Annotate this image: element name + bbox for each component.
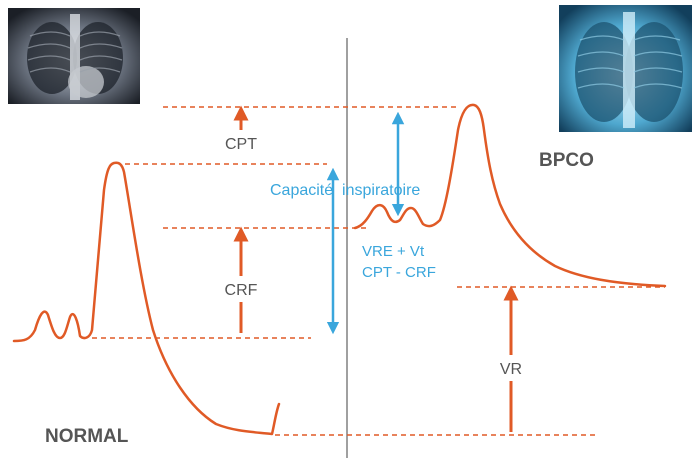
bpco-chest-xray-image (559, 5, 692, 132)
vr-label: VR (500, 361, 522, 378)
cpt-label: CPT (225, 136, 257, 153)
bpco-title: BPCO (539, 150, 594, 171)
cpt-crf-label: CPT - CRF (362, 264, 436, 281)
normal-spirometry-curve (12, 161, 281, 436)
bpco-spirometry-curve (353, 103, 667, 288)
vre-vt-label: VRE + Vt (362, 243, 425, 260)
vr-label-backdrop (490, 355, 532, 381)
crf-label-backdrop (216, 276, 266, 302)
normal-title: NORMAL (45, 426, 129, 447)
capacite-inspiratoire-label: Capacité inspiratoire (270, 182, 420, 199)
cpt-label-backdrop (218, 130, 264, 154)
crf-label: CRF (225, 282, 258, 299)
normal-chest-xray-image (8, 8, 140, 104)
